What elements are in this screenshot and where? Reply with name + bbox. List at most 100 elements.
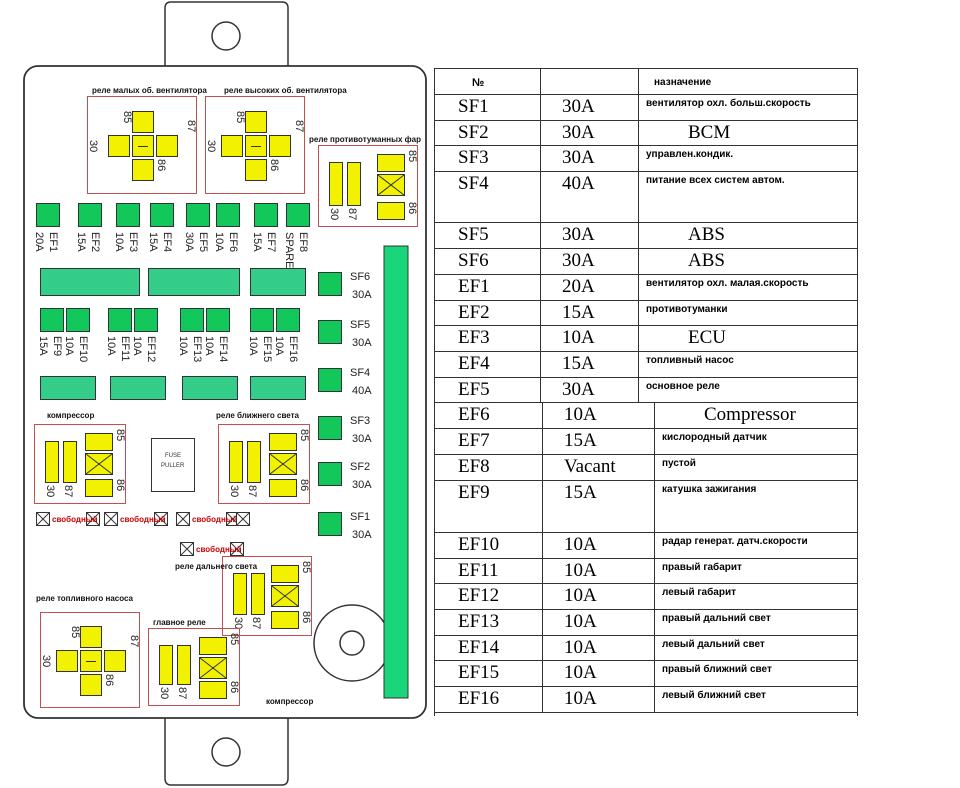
free-slot-label: свободный <box>120 515 166 524</box>
fuse-sf3 <box>318 416 342 440</box>
fuse-name-label: EF10 <box>77 336 89 363</box>
relay-block-5 <box>110 376 166 400</box>
table-cell-desc: противотуманки <box>646 304 728 315</box>
fuse-ef4 <box>150 203 174 227</box>
fuse-amp-label: 15A <box>37 336 49 356</box>
fuse-amp-label: 10A <box>273 336 285 356</box>
fuse-ef12 <box>134 308 158 332</box>
table-cell-desc: ABS <box>688 250 725 271</box>
relay-center-dash <box>86 661 96 662</box>
sf-amp-label: 30A <box>352 289 372 301</box>
table-cell-desc: управлен.кондик. <box>646 149 734 160</box>
table-cell-num: SF2 <box>458 122 489 143</box>
table-cell-num: EF2 <box>458 302 490 323</box>
relay-pin-right <box>269 135 291 157</box>
free-slot-left <box>176 512 190 526</box>
relay-pin-left <box>56 650 78 672</box>
table-cell-amp: 10A <box>564 404 597 425</box>
sf-amp-label: 30A <box>352 529 372 541</box>
relay-low-beam-label: реле ближнего света <box>216 411 299 420</box>
table-cell-amp: 10A <box>564 637 597 658</box>
relay-center-dash <box>138 146 148 147</box>
fuse-sf4 <box>318 368 342 392</box>
fuse-sf2 <box>318 462 342 486</box>
fuse-amp-label: 10A <box>63 336 75 356</box>
fuse-ef7 <box>254 203 278 227</box>
table-cell-desc: питание всех систем автом. <box>646 175 785 186</box>
table-cell-num: EF14 <box>458 637 500 658</box>
fuse-ef16 <box>276 308 300 332</box>
table-cell-num: EF13 <box>458 611 500 632</box>
table-cell-num: EF1 <box>458 276 490 297</box>
table-header-desc: назначение <box>654 77 712 88</box>
fuse-amp-label: 10A <box>105 336 117 356</box>
relay-diode-icon <box>199 657 227 679</box>
free-slot-right <box>230 542 244 556</box>
fuse-name-label: EF11 <box>119 336 131 362</box>
sf-amp-label: 30A <box>352 337 372 349</box>
relay-pin-87 <box>347 162 361 206</box>
table-cell-num: EF6 <box>458 404 490 425</box>
fuse-amp-label: 15A <box>147 232 159 252</box>
free-slot-extra <box>236 512 250 526</box>
relay-center-dash <box>251 146 261 147</box>
fuse-ef15 <box>250 308 274 332</box>
table-cell-desc: топливный насос <box>646 355 734 366</box>
fuse-amp-label: 10A <box>113 232 125 252</box>
table-cell-desc: левый габарит <box>662 587 737 598</box>
table-cell-amp: 20A <box>562 276 595 297</box>
relay-pin-right <box>104 650 126 672</box>
table-cell-desc: правый габарит <box>662 562 742 573</box>
relay-pin-left <box>108 135 130 157</box>
relay-high-beam-label: реле дальнего света <box>175 562 258 571</box>
fuse-name-label: EF15 <box>261 336 273 363</box>
free-slot-left <box>180 542 194 556</box>
relay-pin-87 <box>177 645 191 685</box>
relay-pin-85 <box>377 154 405 172</box>
table-cell-num: EF16 <box>458 688 500 709</box>
table-cell-amp: 10A <box>564 585 597 606</box>
table-cell-desc: Compressor <box>704 404 796 425</box>
relay-pin-86 <box>199 681 227 699</box>
relay-block-6 <box>182 376 238 400</box>
relay-pin-85 <box>85 433 113 451</box>
table-cell-desc: вентилятор охл. малая.скорость <box>646 278 809 289</box>
table-cell-desc: BCM <box>688 122 731 143</box>
table-row: EF1 20A вентилятор охл. малая.скорость <box>434 274 858 300</box>
fuse-puller: FUSE PULLER <box>151 438 195 492</box>
sf-name-label: SF5 <box>350 319 371 331</box>
fuse-name-label: EF14 <box>217 336 229 363</box>
table-cell-amp: 10A <box>564 688 597 709</box>
relay-pin-bottom <box>132 159 154 181</box>
table-cell-amp: 10A <box>564 662 597 683</box>
table-cell-amp: 30A <box>562 147 595 168</box>
relay-main-label: главное реле <box>153 618 206 627</box>
relay-block-7 <box>250 376 306 400</box>
table-cell-num: EF7 <box>458 430 490 451</box>
sf-amp-label: 30A <box>352 479 372 491</box>
table-cell-amp: 10A <box>562 327 595 348</box>
table-row: SF3 30A управлен.кондик. <box>434 145 858 171</box>
table-cell-desc: ABS <box>688 224 725 245</box>
relay-pin-86 <box>271 611 299 629</box>
relay-fog-label: реле противотуманных фар <box>309 135 421 144</box>
fuse-name-label: EF9 <box>51 336 63 357</box>
table-cell-num: SF4 <box>458 173 489 194</box>
fuse-amp-label: 10A <box>203 336 215 356</box>
relay-block-4 <box>40 376 96 400</box>
table-cell-num: SF3 <box>458 147 489 168</box>
sf-name-label: SF2 <box>350 461 371 473</box>
table-cell-desc: пустой <box>662 458 696 469</box>
table-cell-amp: Vacant <box>564 456 616 477</box>
relay-fuel-pump-label: реле топливного насоса <box>36 594 133 603</box>
